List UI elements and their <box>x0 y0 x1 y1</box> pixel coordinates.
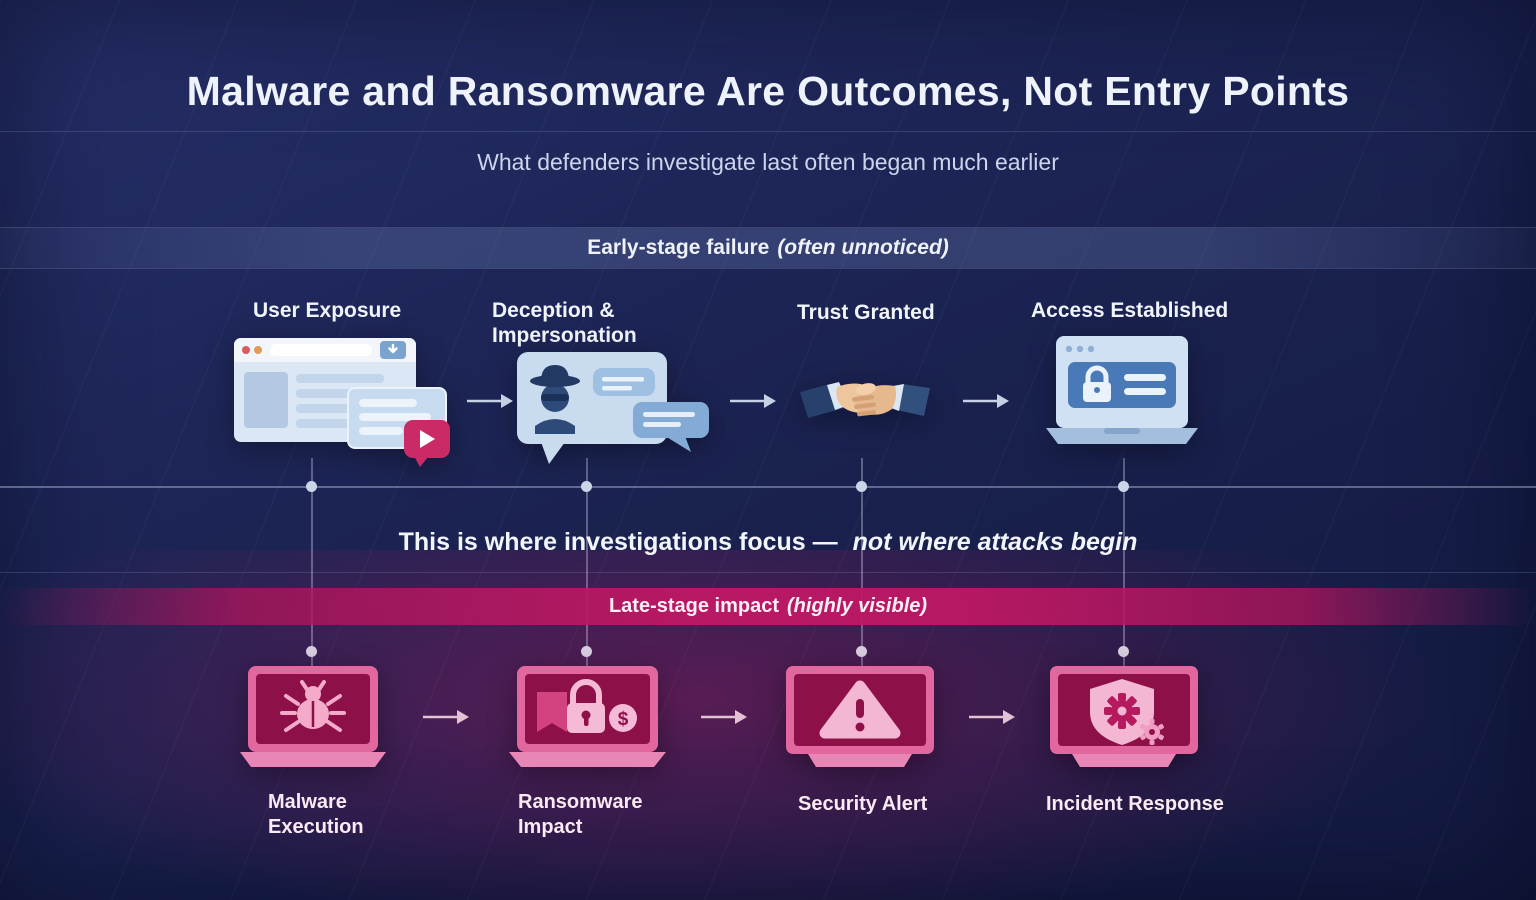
connector-line-2 <box>586 458 588 670</box>
connector-node <box>306 481 317 492</box>
monitor-shield-gear-icon <box>1044 666 1204 786</box>
timeline-horizontal-line <box>0 486 1536 488</box>
late-item-label-ransomware-impact: Ransomware Impact <box>518 791 643 838</box>
early-item-label-access-established: Access Established <box>1031 299 1229 322</box>
page-subtitle: What defenders investigate last often be… <box>477 149 1059 175</box>
connector-line-3 <box>861 458 863 670</box>
investigation-focus-note: This is where investigations focus — not… <box>0 528 1536 557</box>
laptop-bug-icon <box>238 666 388 786</box>
investigation-focus-note-main: This is where investigations focus — <box>398 528 838 556</box>
connector-line-1 <box>311 458 313 670</box>
early-stage-band: Early-stage failure (often unnoticed) <box>0 228 1536 268</box>
page-title: Malware and Ransomware Are Outcomes, Not… <box>186 68 1350 114</box>
late-band-label-qualifier: (highly visible) <box>787 595 928 617</box>
laptop-lock-icon <box>1042 336 1202 461</box>
flow-arrow-icon <box>962 392 1010 415</box>
flow-arrow-icon <box>968 708 1016 731</box>
divider-line-top <box>0 131 1536 132</box>
early-band-label: Early-stage failure <box>587 236 770 259</box>
early-item-label-trust-granted: Trust Granted <box>797 301 935 324</box>
connector-node <box>306 646 317 657</box>
connector-node <box>1118 646 1129 657</box>
handshake-icon <box>800 356 930 456</box>
browser-window-icon <box>232 332 462 472</box>
connector-node <box>581 481 592 492</box>
flow-arrow-icon <box>729 392 777 415</box>
late-item-label-security-alert: Security Alert <box>798 793 928 815</box>
connector-node <box>581 646 592 657</box>
dollar-glyph: $ <box>618 709 629 730</box>
flow-arrow-icon <box>466 392 514 415</box>
late-stage-band: Late-stage impact (highly visible) <box>0 588 1536 625</box>
connector-line-4 <box>1123 458 1125 670</box>
laptop-ransom-lock-icon: $ <box>505 666 670 786</box>
late-band-label: Late-stage impact <box>608 595 780 617</box>
divider-line-mid <box>0 572 1536 573</box>
flow-arrow-icon <box>700 708 748 731</box>
early-band-label-qualifier: (often unnoticed) <box>777 236 949 259</box>
connector-node <box>856 481 867 492</box>
late-item-label-incident-response: Incident Response <box>1046 793 1224 815</box>
late-item-label-malware-execution: Malware Execution <box>268 791 364 838</box>
connector-node <box>1118 481 1129 492</box>
flow-arrow-icon <box>422 708 470 731</box>
spy-chat-bubbles-icon <box>517 348 712 473</box>
investigation-focus-note-em: not where attacks begin <box>852 528 1138 556</box>
connector-node <box>856 646 867 657</box>
early-item-label-user-exposure: User Exposure <box>253 299 402 322</box>
early-item-label-deception: Deception & Impersonation <box>492 299 637 347</box>
monitor-warning-triangle-icon <box>778 666 943 786</box>
